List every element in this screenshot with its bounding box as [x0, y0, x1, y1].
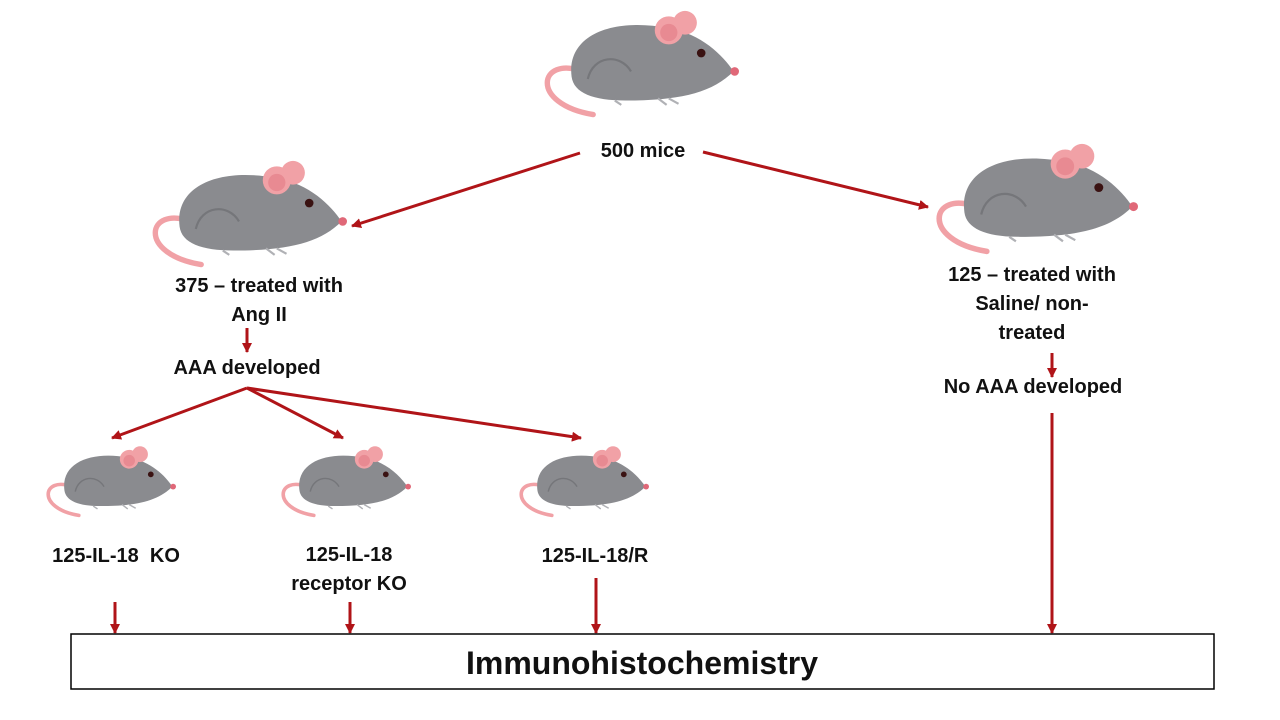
mouse-icon	[519, 444, 651, 518]
arrow-to-group-2	[246, 386, 344, 440]
arrow-root-right	[702, 150, 929, 210]
mouse-icon	[46, 444, 178, 518]
left-label-line-2: Ang II	[231, 304, 287, 326]
group-3-label: 125-IL-18/R	[542, 545, 649, 567]
arrow-root-left	[351, 151, 581, 229]
arrow-to-group-3	[246, 386, 582, 442]
right-label-line-1: 125 – treated with	[948, 264, 1116, 286]
mouse-icon	[281, 444, 413, 518]
left-label-line-1: 375 – treated with	[175, 275, 343, 297]
root-label: 500 mice	[601, 140, 686, 162]
mouse-icon	[939, 144, 1138, 252]
arrow-to-group-1	[111, 386, 248, 440]
left-outcome-label: AAA developed	[173, 357, 320, 379]
right-label-line-3: treated	[999, 322, 1066, 344]
group-2-label-line-2: receptor KO	[291, 573, 407, 595]
mouse-icon	[547, 11, 739, 115]
right-label-line-2: Saline/ non-	[975, 293, 1088, 315]
group-2-label-line-1: 125-IL-18	[306, 544, 393, 566]
final-box	[70, 633, 1215, 690]
group-1-label: 125-IL-18 KO	[52, 545, 180, 567]
mouse-icon	[155, 161, 347, 265]
right-outcome-label: No AAA developed	[944, 376, 1123, 398]
final-label: Immunohistochemistry	[466, 645, 818, 681]
